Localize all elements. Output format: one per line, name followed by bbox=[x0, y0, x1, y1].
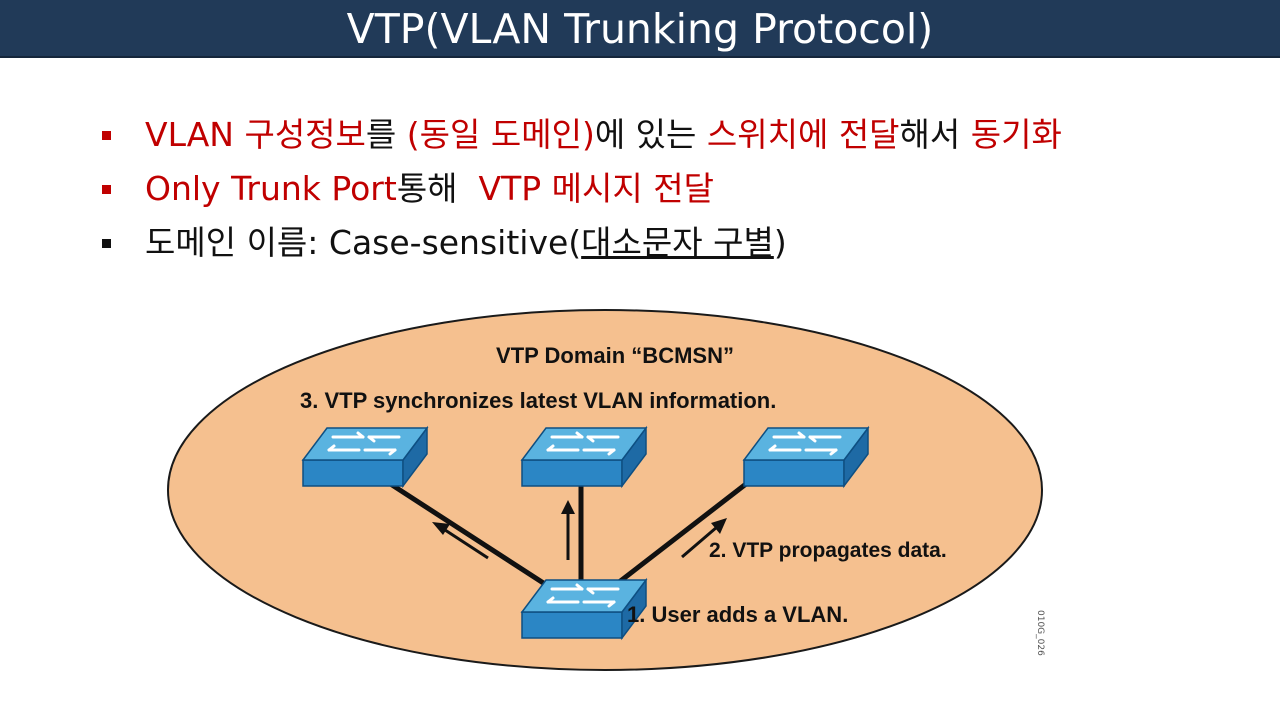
bullet-1-text: (동일 도메인) bbox=[406, 115, 595, 154]
bullet-1-text: 동기화 bbox=[970, 115, 1062, 154]
bullet-3-text: 도메인 이름: Case-sensitive( bbox=[145, 223, 582, 262]
bullet-1-text: 해서 bbox=[899, 115, 971, 154]
trunk-link-right bbox=[611, 474, 758, 589]
switch-icon bbox=[301, 426, 429, 488]
switch-icon bbox=[742, 426, 870, 488]
vtp-domain-diagram: VTP Domain “BCMSN” 3. VTP synchronizes l… bbox=[167, 309, 1043, 671]
switch-icon bbox=[520, 426, 648, 488]
title-bar bbox=[0, 0, 1280, 58]
bullet-2-text: VTP 메시지 전달 bbox=[478, 169, 714, 208]
arrowhead-left bbox=[432, 522, 450, 535]
propagation-arrows bbox=[432, 500, 727, 560]
domain-label: VTP Domain “BCMSN” bbox=[496, 343, 734, 368]
bullet-marker bbox=[102, 185, 111, 194]
bullet-list: VLAN 구성정보를 (동일 도메인)에 있는 스위치에 전달해서 동기화 On… bbox=[100, 108, 1062, 270]
bullet-1-text: 를 bbox=[365, 115, 407, 154]
bullet-1: VLAN 구성정보를 (동일 도메인)에 있는 스위치에 전달해서 동기화 bbox=[100, 108, 1062, 162]
bullet-2: Only Trunk Port통해 VTP 메시지 전달 bbox=[100, 162, 1062, 216]
bullet-1-text: VLAN 구성정보 bbox=[145, 115, 366, 154]
trunk-link-left bbox=[369, 469, 551, 589]
step-1-label: 1. User adds a VLAN. bbox=[627, 602, 848, 627]
bullet-1-text: 스위치에 전달 bbox=[706, 115, 900, 154]
figure-id: 010G_026 bbox=[1035, 610, 1045, 656]
bullet-marker bbox=[102, 131, 111, 140]
bullet-3-underlined-text: 대소문자 구별 bbox=[581, 223, 774, 262]
arrowhead-center bbox=[561, 500, 575, 514]
vtp-domain-ellipse bbox=[167, 309, 1043, 671]
arrowhead-right bbox=[711, 518, 727, 534]
arrow-right bbox=[681, 525, 718, 559]
bullet-3-text: ) bbox=[773, 223, 787, 262]
trunk-links bbox=[369, 469, 758, 589]
arrow-left bbox=[441, 526, 489, 560]
bullet-2-text: Only Trunk Port bbox=[145, 169, 397, 208]
bullet-3: 도메인 이름: Case-sensitive(대소문자 구별) bbox=[100, 216, 1062, 270]
bullet-1-text: 에 있는 bbox=[594, 115, 707, 154]
step-2-label: 2. VTP propagates data. bbox=[709, 539, 947, 562]
slide-title: VTP(VLAN Trunking Protocol) bbox=[346, 5, 934, 53]
bullet-2-text: 통해 bbox=[396, 169, 479, 208]
step-3-label: 3. VTP synchronizes latest VLAN informat… bbox=[300, 388, 776, 413]
bullet-marker bbox=[102, 239, 111, 248]
